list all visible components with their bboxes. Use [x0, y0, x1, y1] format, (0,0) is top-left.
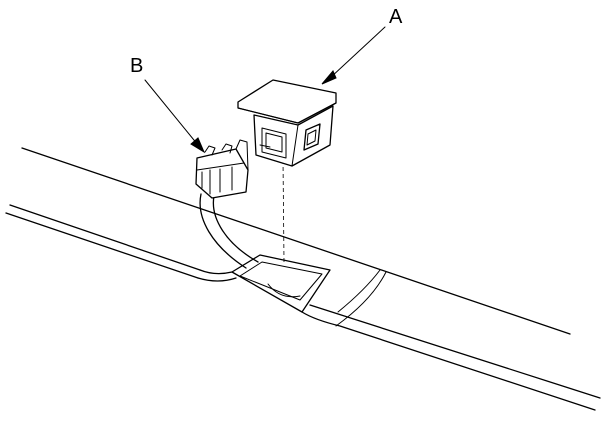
callout-label-a: A [389, 6, 403, 28]
callout-leaders [144, 26, 386, 154]
part-a-housing [237, 79, 337, 167]
trim-panel [5, 147, 601, 411]
callout-label-b: B [130, 55, 143, 77]
wire-harness [199, 193, 259, 269]
part-b-connector [195, 139, 249, 199]
alignment-guide [282, 159, 285, 263]
mounting-hole [231, 254, 331, 313]
